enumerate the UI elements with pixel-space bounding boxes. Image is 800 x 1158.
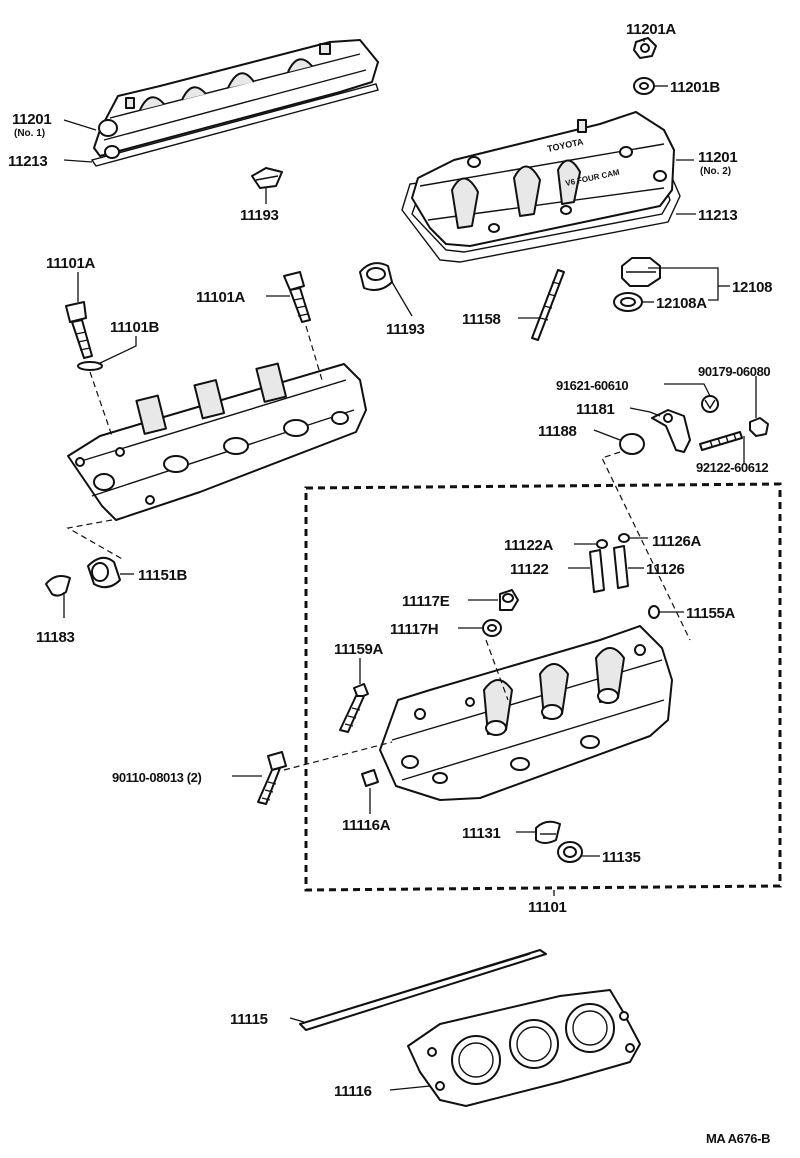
plug-11117E	[499, 589, 519, 611]
label-11116A: 11116A	[342, 817, 391, 834]
bolt-90110-08013	[257, 751, 287, 805]
nut-90179-06080	[749, 417, 769, 437]
grommet-11193-mid	[359, 262, 393, 291]
seal-11183	[45, 575, 71, 597]
label-11117E: 11117E	[402, 593, 450, 610]
plug-11151B	[87, 556, 121, 589]
align-line-plug	[66, 519, 125, 561]
label-11188: 11188	[538, 423, 577, 440]
guide-11126	[613, 545, 629, 589]
label-11201B: 11201B	[670, 79, 720, 96]
plug-11116A	[361, 769, 379, 787]
label-11135: 11135	[602, 849, 641, 866]
ring-11122A	[596, 539, 608, 549]
ring-11155A	[648, 605, 660, 619]
reference-code: MA A676-B	[706, 1131, 770, 1146]
label-11151B: 11151B	[138, 567, 188, 584]
align-line-head	[283, 741, 393, 771]
label-12108A: 12108A	[656, 295, 707, 312]
cylinder-head	[379, 625, 673, 801]
label-11201-no1-sub: (No. 1)	[14, 128, 45, 139]
plug-11188	[619, 433, 645, 455]
gasket-12108A	[613, 292, 643, 312]
label-12108: 12108	[732, 279, 772, 296]
bolt-11101A-mid	[283, 271, 311, 323]
bolt-91621-60610	[701, 395, 719, 413]
gasket-11115	[299, 949, 547, 1031]
label-11122A: 11122A	[504, 537, 554, 554]
grommet-11201B	[633, 77, 655, 95]
label-11126: 11126	[646, 561, 685, 578]
leader-lines	[63, 38, 757, 1091]
label-11131: 11131	[462, 825, 501, 842]
label-11201-no2-sub: (No. 2)	[700, 166, 731, 177]
label-11101A-mid: 11101A	[196, 289, 246, 306]
gasket-11116	[407, 989, 641, 1107]
label-90110-08013: 90110-08013 (2)	[112, 770, 201, 785]
align-line-bolt-left	[89, 371, 113, 437]
label-11213-left: 11213	[8, 153, 47, 170]
label-11201-no2: 11201	[698, 149, 737, 166]
label-92122-60612: 92122-60612	[696, 460, 768, 475]
label-11101B: 11101B	[110, 319, 160, 336]
label-11181: 11181	[576, 401, 615, 418]
cam-housing	[67, 362, 367, 521]
label-11126A: 11126A	[652, 533, 702, 550]
label-11213-right: 11213	[698, 207, 737, 224]
label-11115: 11115	[230, 1011, 268, 1028]
grommet-11193-top	[251, 167, 283, 189]
bracket-11181	[651, 409, 691, 453]
plug-11135	[557, 841, 583, 863]
head-cover-no1	[90, 39, 379, 167]
label-11122: 11122	[510, 561, 549, 578]
plug-11131	[535, 820, 561, 844]
label-11193-mid: 11193	[386, 321, 425, 338]
label-11116: 11116	[334, 1083, 372, 1100]
guide-11122	[589, 549, 605, 593]
plug-11117H	[482, 619, 502, 637]
label-90179-06080: 90179-06080	[698, 364, 770, 379]
label-11117H: 11117H	[390, 621, 438, 638]
label-11183: 11183	[36, 629, 75, 646]
head-cover-no2: TOYOTA V6 FOUR CAM	[401, 111, 681, 263]
label-11201-no1: 11201	[12, 111, 51, 128]
ring-11126A	[618, 533, 630, 543]
label-11159A: 11159A	[334, 641, 384, 658]
label-11101: 11101	[528, 899, 567, 916]
label-11193-top: 11193	[240, 207, 279, 224]
label-91621-60610: 91621-60610	[556, 378, 628, 393]
cylinder-head-assy-box	[304, 482, 782, 892]
align-line-11188	[601, 451, 691, 641]
oil-filler-cap-12108	[621, 257, 661, 287]
washer-11101B	[77, 361, 103, 371]
stud-11159A	[339, 683, 369, 733]
align-line-plug-head	[485, 639, 509, 701]
label-11101A-left: 11101A	[46, 255, 96, 272]
label-11201A: 11201A	[626, 21, 676, 38]
label-11155A: 11155A	[686, 605, 736, 622]
stud-92122-60612	[699, 431, 743, 451]
bolt-11101A-left	[65, 301, 93, 359]
stud-11158	[531, 269, 565, 341]
nut-11201A	[633, 37, 657, 59]
label-11158: 11158	[462, 311, 501, 328]
